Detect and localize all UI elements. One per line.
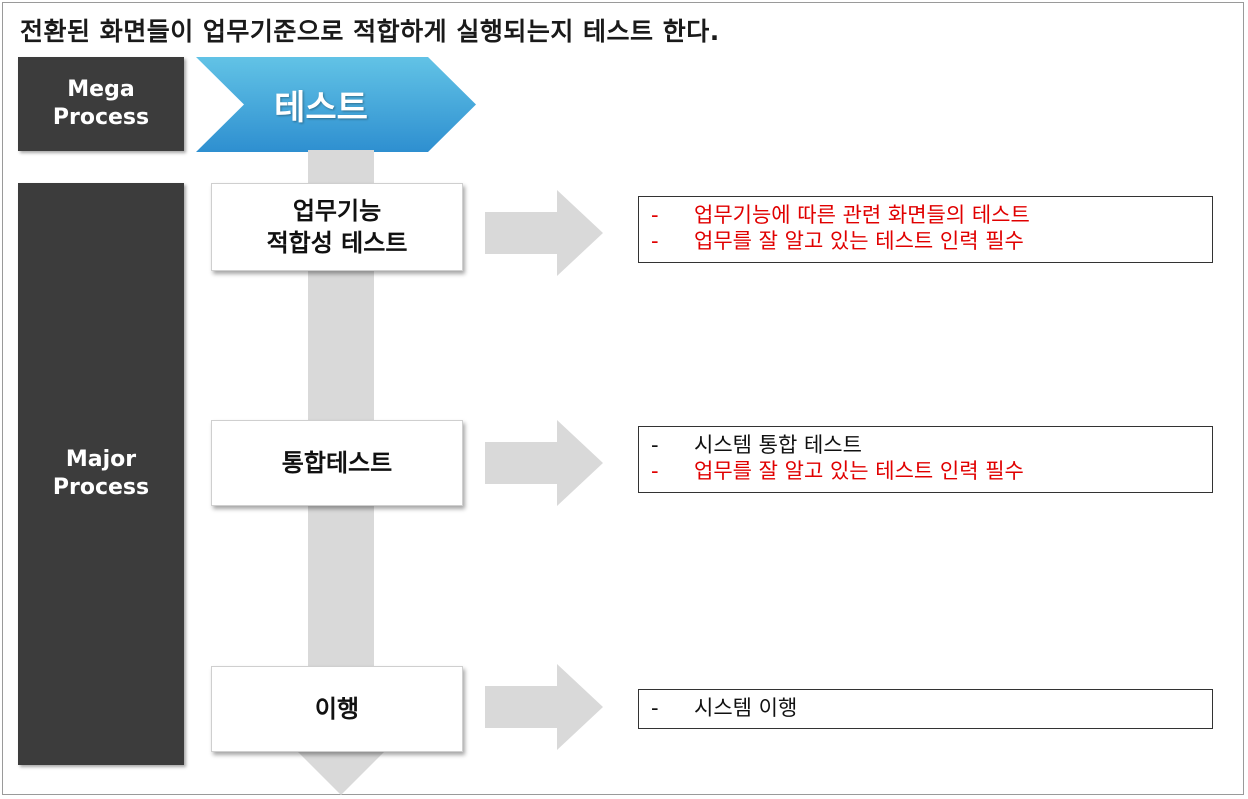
step-label: 업무기능 적합성 테스트 bbox=[266, 197, 408, 257]
description-text: 업무를 잘 알고 있는 테스트 인력 필수 bbox=[694, 229, 1024, 253]
test-stage-label: 테스트 bbox=[274, 88, 368, 128]
description-text: 업무를 잘 알고 있는 테스트 인력 필수 bbox=[694, 459, 1024, 483]
mega-process-label: Mega Process bbox=[52, 77, 150, 130]
step-label: 통합테스트 bbox=[281, 449, 393, 477]
description-box-migration: - 시스템 이행 bbox=[638, 689, 1213, 729]
major-process-box: Major Process bbox=[18, 183, 184, 765]
test-stage-chevron bbox=[196, 57, 476, 152]
bullet-dash: - bbox=[651, 433, 659, 457]
description-line: - 시스템 통합 테스트 bbox=[639, 432, 1212, 458]
step-box-integration-test: 통합테스트 bbox=[211, 420, 463, 506]
right-arrow-icon bbox=[485, 664, 603, 750]
bullet-dash: - bbox=[651, 696, 659, 720]
right-arrow-icon bbox=[485, 420, 603, 506]
right-arrow-icon bbox=[485, 190, 603, 276]
description-text: 업무기능에 따른 관련 화면들의 테스트 bbox=[694, 203, 1030, 227]
description-box-integration-test: - 시스템 통합 테스트 - 업무를 잘 알고 있는 테스트 인력 필수 bbox=[638, 426, 1213, 493]
description-text: 시스템 통합 테스트 bbox=[694, 433, 862, 457]
mega-process-box: Mega Process bbox=[18, 57, 184, 151]
step-box-functional-test: 업무기능 적합성 테스트 bbox=[211, 183, 463, 271]
page-title: 전환된 화면들이 업무기준으로 적합하게 실행되는지 테스트 한다. bbox=[20, 17, 720, 46]
description-box-functional-test: - 업무기능에 따른 관련 화면들의 테스트 - 업무를 잘 알고 있는 테스트… bbox=[638, 196, 1213, 263]
bullet-dash: - bbox=[651, 459, 659, 483]
description-line: - 업무를 잘 알고 있는 테스트 인력 필수 bbox=[639, 458, 1212, 484]
step-box-migration: 이행 bbox=[211, 666, 463, 752]
bullet-dash: - bbox=[651, 203, 659, 227]
description-text: 시스템 이행 bbox=[694, 696, 798, 720]
major-process-label: Major Process bbox=[52, 447, 150, 500]
step-label: 이행 bbox=[314, 695, 360, 723]
description-line: - 업무기능에 따른 관련 화면들의 테스트 bbox=[639, 202, 1212, 228]
description-line: - 시스템 이행 bbox=[639, 695, 1212, 721]
bullet-dash: - bbox=[651, 229, 659, 253]
description-line: - 업무를 잘 알고 있는 테스트 인력 필수 bbox=[639, 228, 1212, 254]
